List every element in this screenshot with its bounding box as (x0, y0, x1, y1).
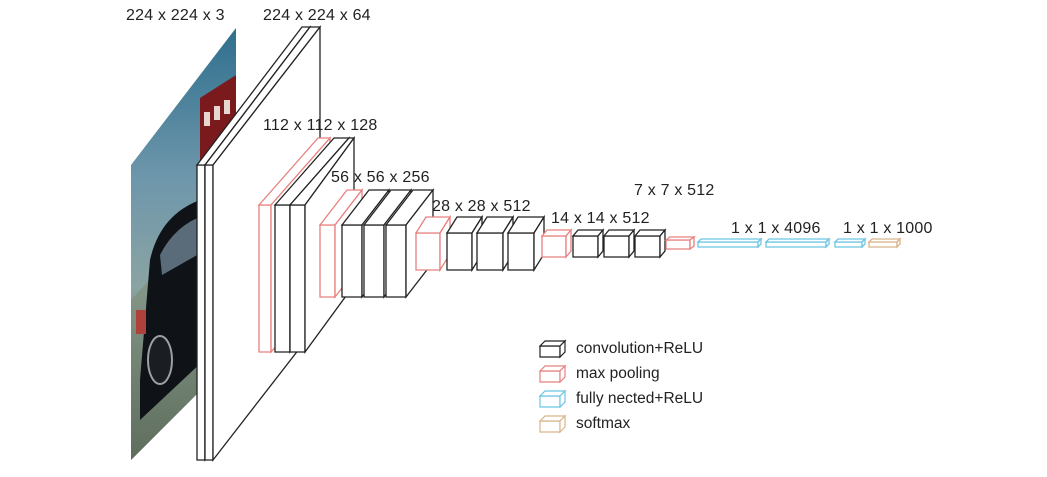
block2-dim-label: 112 x 112 x 128 (263, 117, 378, 134)
legend-item-fc: fully nected+ReLU (538, 386, 703, 411)
block-5 (540, 228, 667, 259)
fc-swatch-icon (538, 389, 567, 408)
conv-4c (506, 214, 546, 273)
conv-5b (602, 228, 636, 259)
legend-item-conv: convolution+ReLU (538, 336, 703, 361)
block4-dim-label: 28 x 28 x 512 (432, 198, 531, 215)
block3-dim-label: 56 x 56 x 256 (331, 169, 430, 186)
fc-7 (764, 237, 831, 249)
fc-8 (833, 237, 867, 249)
pool-5 (664, 235, 696, 251)
pool-3 (414, 214, 452, 273)
conv-swatch-icon (538, 339, 567, 358)
legend-item-pool: max pooling (538, 361, 703, 386)
softmax-layer (867, 237, 902, 249)
fc-layers (696, 237, 867, 249)
block1-dim-label: 224 x 224 x 64 (263, 7, 371, 24)
conv-5a (571, 228, 605, 259)
legend-label-pool: max pooling (576, 364, 660, 382)
legend-label-fc: fully nected+ReLU (576, 389, 704, 407)
softmax-swatch-icon (538, 414, 567, 433)
fc-6 (696, 237, 763, 249)
legend-label-softmax: softmax (576, 414, 631, 432)
pool-4 (540, 228, 573, 259)
conv-5c (633, 228, 667, 259)
legend-label-conv: convolution+ReLU (576, 339, 704, 357)
legend-item-softmax: softmax (538, 411, 703, 436)
pool-swatch-icon (538, 364, 567, 383)
input-dim-label: 224 x 224 x 3 (126, 7, 225, 24)
pool5-dim-label: 7 x 7 x 512 (634, 182, 715, 199)
conv-4b (475, 214, 515, 273)
softmax-dim-label: 1 x 1 x 1000 (843, 220, 933, 237)
block-4 (414, 214, 546, 273)
fc-dim-label: 1 x 1 x 4096 (731, 220, 821, 237)
block5-dim-label: 14 x 14 x 512 (551, 210, 650, 227)
legend: convolution+ReLU max pooling fully necte… (538, 336, 703, 436)
conv-4a (445, 214, 484, 273)
